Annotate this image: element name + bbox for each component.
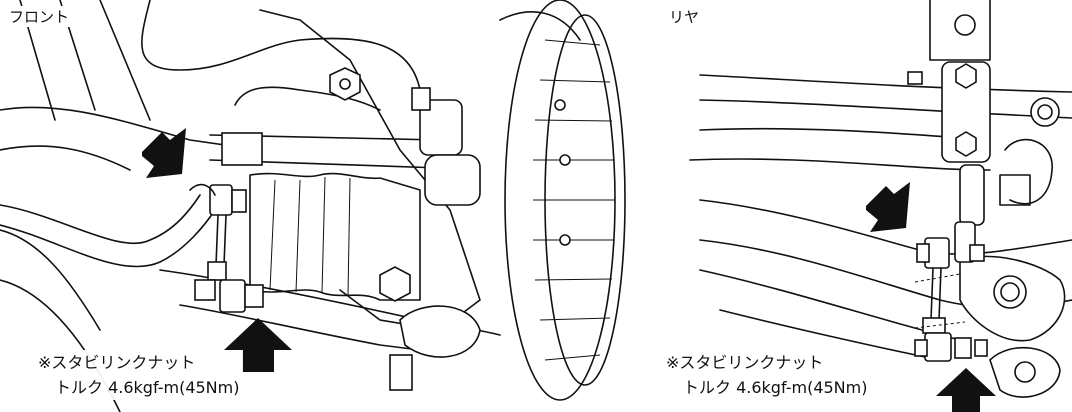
rear-note-torque: トルク 4.6kgf-m(45Nm) (683, 378, 868, 397)
front-suspension-illustration (0, 0, 626, 412)
front-arrows (142, 128, 292, 372)
rear-suspension-panel: リヤ ※スタビリンクナット トルク 4.6kgf-m(45Nm) (660, 0, 1072, 412)
rear-label: リヤ (666, 6, 703, 27)
rear-upper-arrow-icon (866, 182, 910, 232)
rear-torque-note: ※スタビリンクナット トルク 4.6kgf-m(45Nm) (662, 350, 872, 400)
front-label: フロント (6, 6, 73, 27)
front-lower-arrow-icon (224, 318, 292, 372)
rear-lower-arrow-icon (936, 368, 996, 412)
front-note-title: ※スタビリンクナット (38, 353, 196, 372)
front-upper-arrow-icon (142, 128, 186, 178)
front-suspension-panel: フロント ※スタビリンクナット トルク 4.6kgf-m(45Nm) (0, 0, 626, 412)
rear-note-title: ※スタビリンクナット (666, 353, 824, 372)
rear-suspension-illustration (689, 0, 1072, 398)
rear-arrows (866, 182, 996, 412)
front-note-torque: トルク 4.6kgf-m(45Nm) (55, 378, 240, 397)
front-torque-note: ※スタビリンクナット トルク 4.6kgf-m(45Nm) (34, 350, 244, 400)
